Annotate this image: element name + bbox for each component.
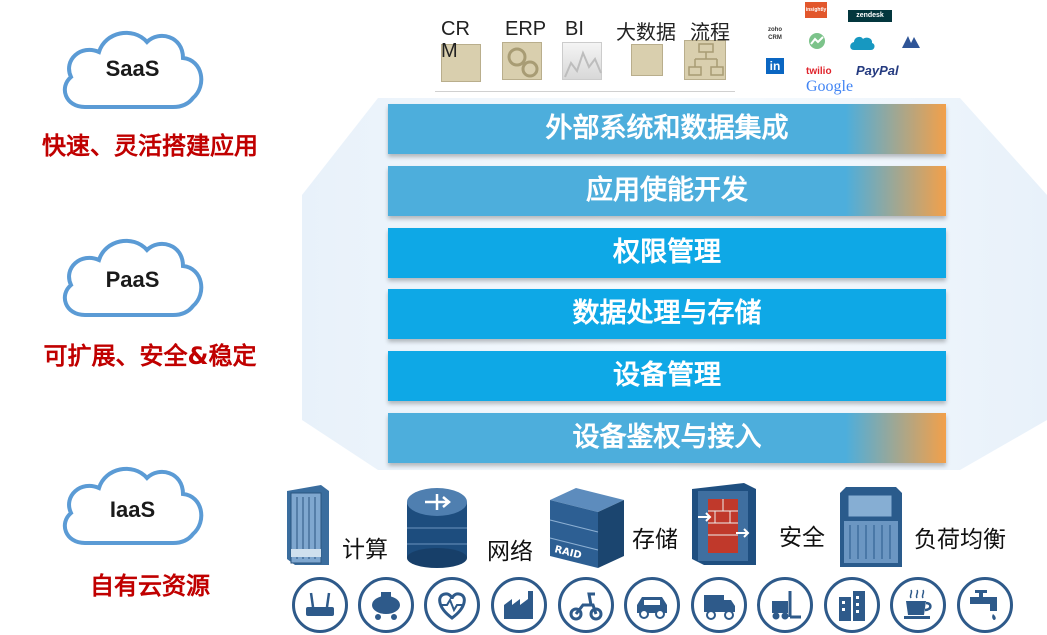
device-compressor <box>358 577 414 633</box>
device-coffee <box>890 577 946 633</box>
loadbalance-label: 负荷均衡 <box>914 527 1006 553</box>
iaas-caption: 自有云资源 <box>90 572 210 600</box>
linkedin-logo: in <box>766 58 784 74</box>
google-logo: Google <box>806 78 854 95</box>
car-icon <box>637 597 667 619</box>
zoho-logo: zoho CRM <box>768 27 782 41</box>
storage-raid-icon: RAID <box>549 488 624 568</box>
compute-server-icon <box>287 485 329 565</box>
paas-cloud-icon <box>62 239 204 317</box>
salesforce-cloud-icon <box>850 36 875 50</box>
storage-label: 存储 <box>632 527 678 553</box>
bigdata-label: 大数据 <box>616 22 676 44</box>
factory-icon <box>504 591 533 619</box>
bigdata-thumbnail <box>631 44 663 76</box>
layer-data-processing-storage: 数据处理与存储 <box>388 289 946 339</box>
device-health <box>424 577 480 633</box>
compressor-icon <box>372 592 400 620</box>
insightly-logo: insightly <box>805 2 827 18</box>
paas-caption: 可扩展、安全&稳定 <box>43 342 257 370</box>
network-label: 网络 <box>487 539 533 565</box>
device-building <box>824 577 880 633</box>
dynamics-icon <box>902 36 920 48</box>
device-faucet <box>957 577 1013 633</box>
crm-label: CR M <box>441 18 470 62</box>
layer-external-integration: 外部系统和数据集成 <box>388 104 946 154</box>
iaas-cloud-icon <box>62 467 204 545</box>
top-divider <box>435 91 735 92</box>
load-balancer-icon <box>840 487 902 567</box>
device-truck <box>691 577 747 633</box>
firewall-icon <box>692 483 756 565</box>
erp-label: ERP <box>505 18 547 40</box>
zendesk-logo: zendesk <box>848 10 892 22</box>
flowchart-icon <box>688 43 724 76</box>
crm-thumbnail <box>441 44 481 82</box>
device-scooter <box>558 577 614 633</box>
workflow-thumbnail <box>684 40 726 80</box>
compute-label: 计算 <box>342 537 388 563</box>
layer-app-enablement: 应用使能开发 <box>388 166 946 216</box>
device-router <box>292 577 348 633</box>
scooter-icon <box>569 592 603 621</box>
forklift-icon <box>772 591 801 620</box>
twilio-logo: twilio <box>806 66 832 77</box>
paypal-logo: PayPal <box>856 63 899 78</box>
coffee-icon <box>904 589 932 619</box>
basecamp-icon <box>809 33 825 49</box>
layer-device-auth-access: 设备鉴权与接入 <box>388 413 946 463</box>
workflow-label: 流程 <box>690 22 730 44</box>
device-forklift <box>757 577 813 633</box>
saas-caption: 快速、灵活搭建应用 <box>42 132 258 160</box>
saas-label: SaaS <box>105 56 160 81</box>
layer-permission-management: 权限管理 <box>388 228 946 278</box>
gears-icon <box>507 47 539 78</box>
saas-cloud-icon <box>62 31 204 109</box>
device-factory <box>491 577 547 633</box>
iaas-label: IaaS <box>109 497 156 522</box>
paas-label: PaaS <box>105 267 160 292</box>
bi-label: BI <box>565 18 584 40</box>
erp-thumbnail <box>502 42 542 80</box>
layer-device-management: 设备管理 <box>388 351 946 401</box>
network-router-icon <box>407 488 467 568</box>
bi-thumbnail <box>562 42 602 80</box>
truck-icon <box>704 595 735 620</box>
faucet-icon <box>970 590 997 620</box>
heart-icon <box>438 592 466 620</box>
bi-chart-icon <box>564 50 602 78</box>
router-icon <box>306 592 334 616</box>
device-car <box>624 577 680 633</box>
building-icon <box>839 591 865 621</box>
security-label: 安全 <box>779 525 825 551</box>
